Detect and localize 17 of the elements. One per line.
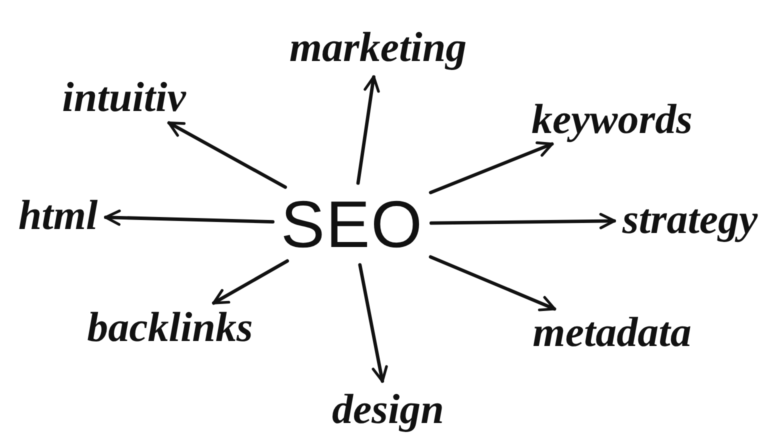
arrow: [104, 210, 274, 226]
central-topic-label: SEO: [280, 191, 424, 257]
arrow: [356, 75, 380, 185]
topic-label: design: [332, 389, 444, 431]
topic-label: keywords: [532, 99, 692, 141]
topic-label: strategy: [622, 199, 758, 241]
arrow: [167, 121, 287, 189]
topic-label: backlinks: [87, 307, 253, 349]
topic-label: marketing: [289, 27, 467, 69]
topic-label: metadata: [532, 312, 692, 354]
arrow: [430, 212, 616, 230]
arrow: [358, 263, 388, 383]
arrow: [428, 255, 556, 312]
topic-label: intuitiv: [62, 77, 186, 119]
topic-label: html: [18, 195, 98, 237]
arrow: [212, 259, 289, 305]
arrow: [428, 141, 554, 194]
